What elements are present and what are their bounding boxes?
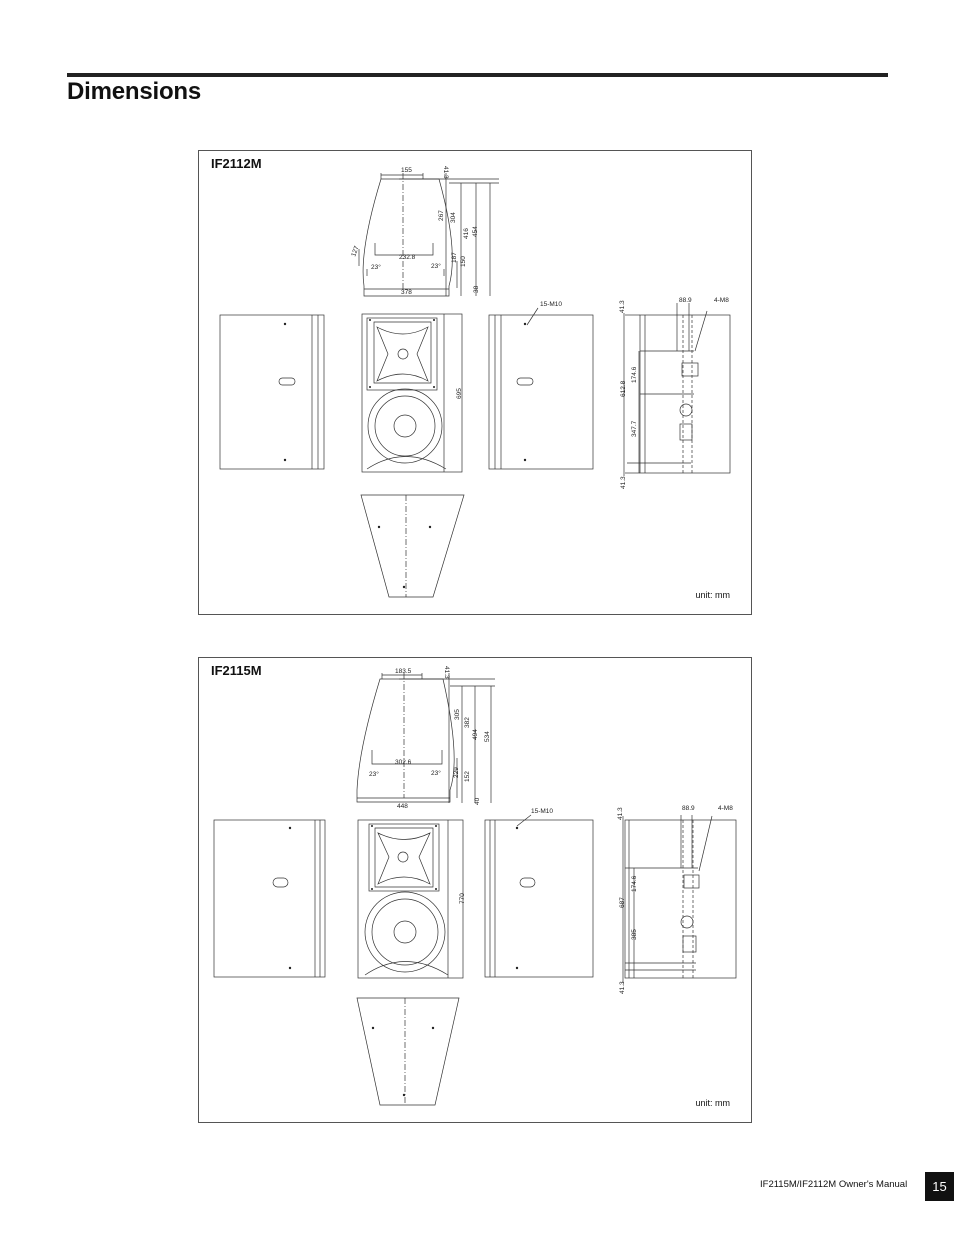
dimension-drawing: 183.5 41.3 305 382 494 534 229 152 40 30… <box>213 666 737 1106</box>
thread-15-m10: 15-M10 <box>531 808 553 815</box>
top-view-outline <box>356 678 455 803</box>
angle-right: 23° <box>431 262 441 270</box>
page-title: Dimensions <box>67 78 202 105</box>
dim-302-6: 302.6 <box>395 759 412 766</box>
dim-378: 378 <box>401 289 412 296</box>
dim-534: 534 <box>484 731 491 742</box>
footer-manual-title: IF2115M/IF2112M Owner's Manual <box>760 1179 908 1190</box>
unit-label: unit: mm <box>695 590 730 600</box>
model-label: IF2115M <box>211 663 262 678</box>
dim-174-6: 174.6 <box>631 366 638 383</box>
rear-41-3-bottom: 41.3 <box>620 476 627 489</box>
dimension-drawing: 155 41.3 267 304 416 454 187 150 38 232.… <box>219 166 731 598</box>
figure-if2112m: IF2112M <box>198 150 752 615</box>
left-side-view <box>213 819 326 978</box>
bottom-view-outline <box>356 997 460 1106</box>
rear-view-box <box>624 819 737 979</box>
dim-687: 687 <box>619 897 626 908</box>
dim-232-8: 232.8 <box>399 254 416 261</box>
dim-152: 152 <box>464 771 471 782</box>
dim-41-3: 41.3 <box>442 166 449 179</box>
dim-770: 770 <box>459 893 466 904</box>
figure-if2115m: IF2115M <box>198 657 752 1123</box>
dim-612-8: 612.8 <box>620 380 627 397</box>
right-side-view <box>488 314 594 470</box>
left-side-view <box>219 314 325 470</box>
front-view-box <box>357 819 464 979</box>
top-view-outline <box>362 178 453 297</box>
angle-left: 23° <box>371 263 381 271</box>
dim-416: 416 <box>463 228 470 239</box>
bottom-view-outline <box>360 494 465 598</box>
dim-494: 494 <box>472 729 479 740</box>
dim-448: 448 <box>397 803 408 810</box>
dim-88-9: 88.9 <box>682 805 695 812</box>
right-side-view <box>484 819 594 978</box>
dim-382: 382 <box>464 717 471 728</box>
dim-174-6: 174.6 <box>631 875 638 892</box>
dim-385: 385 <box>631 929 638 940</box>
rear-41-3-bottom: 41.3 <box>619 981 626 994</box>
dim-183-5: 183.5 <box>395 668 412 675</box>
dim-38: 38 <box>473 285 480 293</box>
front-view-box <box>361 313 463 473</box>
thread-4-m8: 4-M8 <box>714 297 729 304</box>
dim-454: 454 <box>472 226 479 237</box>
title-rule <box>67 73 888 77</box>
dim-187: 187 <box>451 252 458 263</box>
dim-304: 304 <box>450 212 457 223</box>
angle-right: 23° <box>431 769 441 777</box>
dim-347-7: 347.7 <box>631 420 638 437</box>
dim-267: 267 <box>438 210 445 221</box>
dim-305: 305 <box>454 709 461 720</box>
dim-41-3: 41.3 <box>443 666 450 679</box>
thread-4-m8: 4-M8 <box>718 805 733 812</box>
angle-left: 23° <box>369 770 379 778</box>
dim-88-9: 88.9 <box>679 297 692 304</box>
page-number: 15 <box>925 1172 954 1201</box>
rear-41-3-top: 41.3 <box>619 300 626 313</box>
dim-40: 40 <box>474 797 481 805</box>
dim-695: 695 <box>456 388 463 399</box>
dim-127: 127 <box>350 245 360 258</box>
dim-150: 150 <box>460 256 467 267</box>
dim-229: 229 <box>453 767 460 778</box>
thread-15-m10: 15-M10 <box>540 301 562 308</box>
unit-label: unit: mm <box>695 1098 730 1108</box>
rear-41-3-top: 41.3 <box>617 807 624 820</box>
model-label: IF2112M <box>211 156 262 171</box>
dim-155: 155 <box>401 167 412 174</box>
